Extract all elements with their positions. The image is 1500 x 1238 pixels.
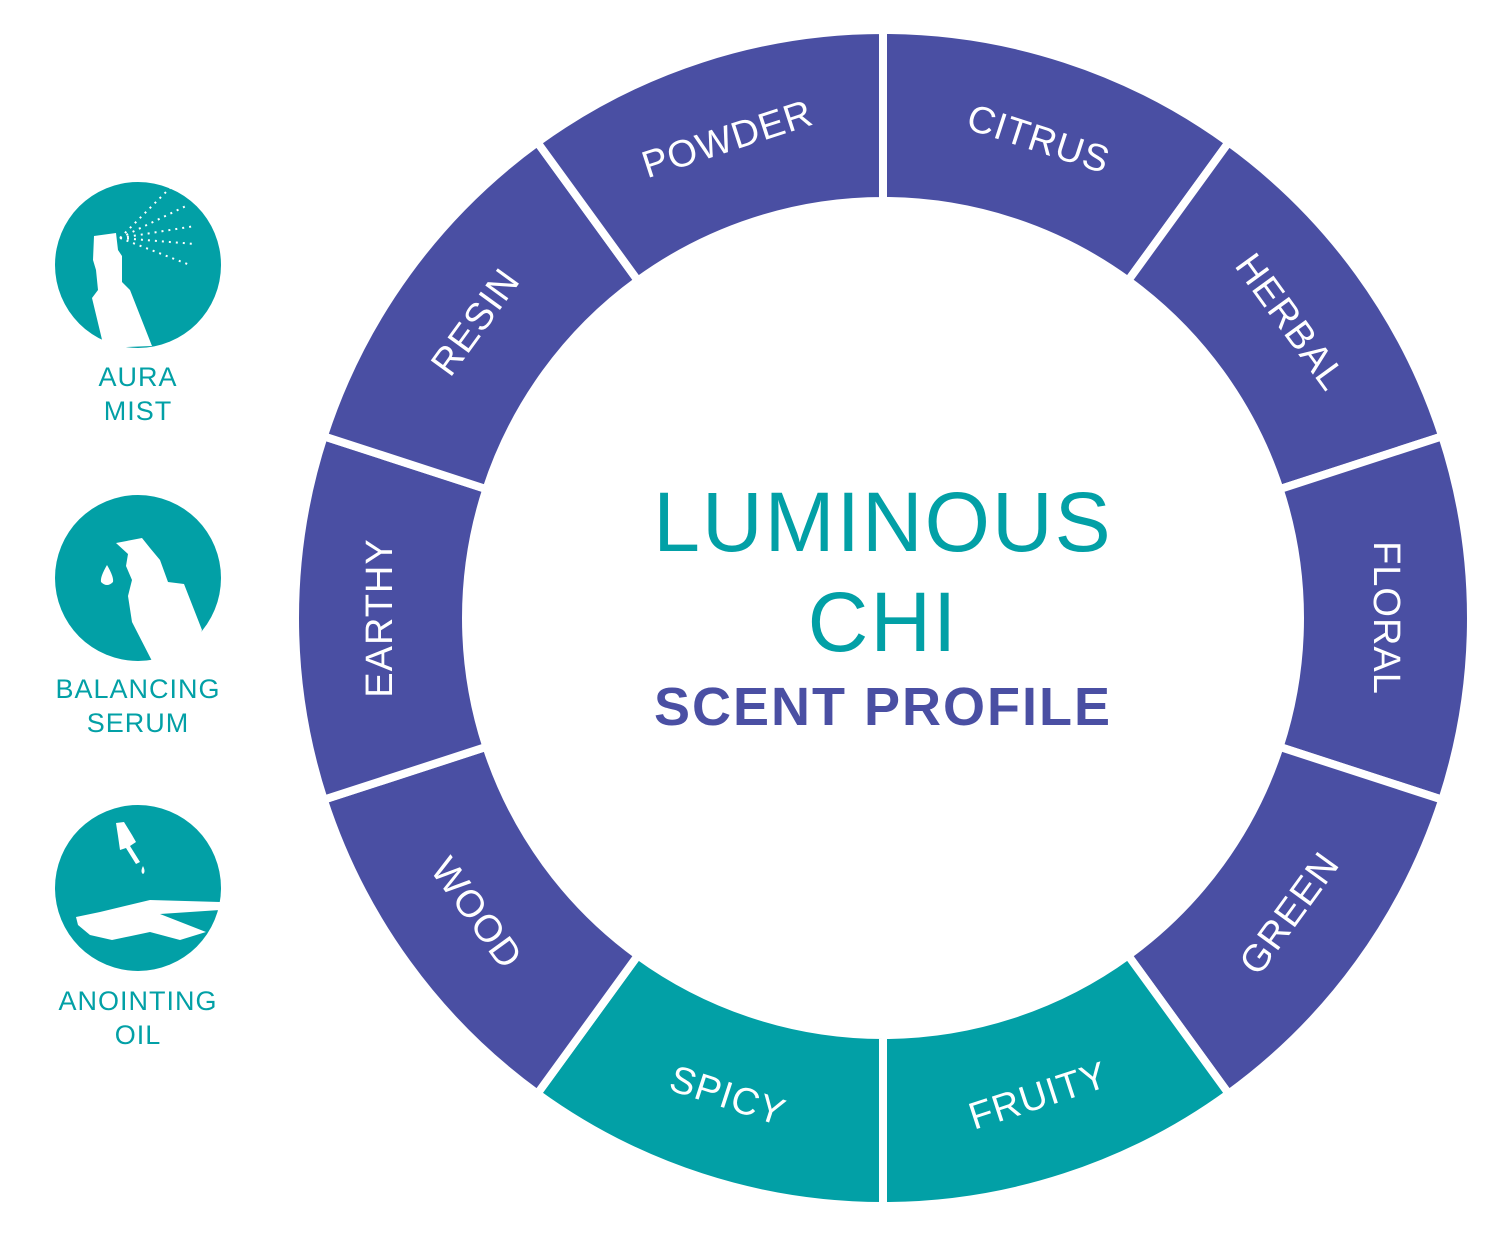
title-line-2: CHI (807, 575, 959, 669)
segment-label-earthy: EARTHY (359, 538, 401, 697)
product-label-aura-mist: AURA MIST (18, 360, 258, 428)
serum-pump-icon (55, 495, 221, 661)
subtitle: SCENT PROFILE (653, 677, 1113, 737)
segment-label-floral: FLORAL (1365, 541, 1407, 695)
title-line-1: LUMINOUS (653, 475, 1113, 569)
product-label-line: MIST (103, 396, 173, 426)
product-label-line: AURA (98, 362, 178, 392)
product-label-line: ANOINTING (58, 986, 218, 1016)
segment-powder (531, 25, 887, 287)
product-label-line: OIL (114, 1020, 162, 1050)
product-label-line: SERUM (86, 708, 190, 738)
dropper-hand-icon (55, 805, 221, 971)
product-label-anointing-oil: ANOINTING OIL (18, 984, 258, 1052)
product-label-line: BALANCING (55, 674, 221, 704)
spray-bottle-icon (55, 182, 221, 348)
product-label-balancing-serum: BALANCING SERUM (18, 672, 258, 740)
